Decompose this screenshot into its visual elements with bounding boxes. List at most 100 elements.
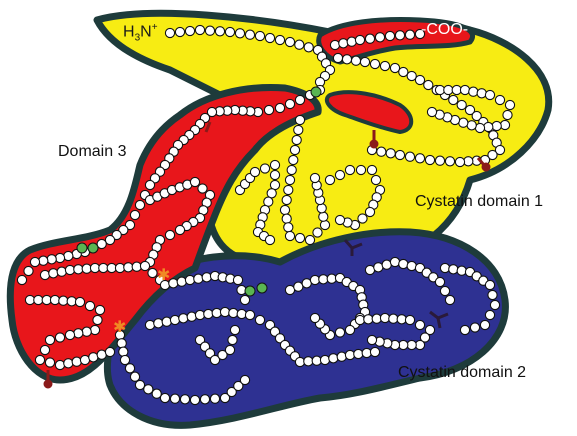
residue-bead <box>354 349 363 358</box>
residue-bead <box>435 277 444 286</box>
residue-bead <box>337 352 346 361</box>
residue-bead <box>105 347 114 356</box>
residue-bead <box>365 207 374 216</box>
residue-bead <box>335 170 344 179</box>
residue-bead <box>389 314 398 323</box>
residue-bead <box>240 295 249 304</box>
residue-bead <box>335 328 344 337</box>
residue-bead <box>440 286 449 295</box>
residue-bead <box>264 105 273 114</box>
residue-bead <box>449 265 458 274</box>
residue-bead <box>505 100 514 109</box>
residue-bead <box>495 95 504 104</box>
residue-bead <box>467 121 476 130</box>
residue-bead <box>165 28 174 37</box>
residue-bead <box>179 314 188 323</box>
residue-bead <box>75 297 84 306</box>
residue-bead <box>360 57 369 66</box>
glycosylation-site <box>245 286 255 296</box>
residue-bead <box>395 150 404 159</box>
residue-bead <box>170 315 179 324</box>
residue-bead <box>356 165 365 174</box>
residue-bead <box>435 156 444 165</box>
residue-bead <box>399 259 408 268</box>
residue-bead <box>225 345 234 354</box>
residue-bead <box>90 325 99 334</box>
residue-bead <box>415 75 424 84</box>
residue-bead <box>415 154 424 163</box>
residue-bead <box>72 357 81 366</box>
residue-bead <box>455 157 464 166</box>
residue-bead <box>395 31 404 40</box>
residue-bead <box>135 380 144 389</box>
residue-bead <box>317 204 326 213</box>
residue-bead <box>24 266 33 275</box>
residue-bead <box>245 30 254 39</box>
residue-bead <box>484 122 493 131</box>
residue-bead <box>45 335 54 344</box>
residue-bead <box>267 189 276 198</box>
residue-bead <box>160 393 169 402</box>
cystatin-domain-2-label: Cystatin domain 2 <box>398 364 526 382</box>
residue-bead <box>284 185 293 194</box>
residue-bead <box>245 310 254 319</box>
residue-bead <box>17 275 26 284</box>
residue-bead <box>460 85 469 94</box>
residue-bead <box>162 317 171 326</box>
residue-bead <box>295 233 304 242</box>
residue-bead <box>210 394 219 403</box>
residue-bead <box>449 95 458 104</box>
residue-bead <box>57 267 66 276</box>
residue-bead <box>74 265 83 274</box>
residue-bead <box>195 310 204 319</box>
residue-bead <box>187 312 196 321</box>
residue-bead <box>270 170 279 179</box>
residue-bead <box>380 61 389 70</box>
residue-bead <box>492 121 501 130</box>
marker-star: ✱ <box>113 317 126 336</box>
domain-3-label: Domain 3 <box>58 143 126 161</box>
residue-bead <box>165 230 174 239</box>
residue-bead <box>390 257 399 266</box>
residue-bead <box>370 347 379 356</box>
residue-bead <box>295 95 304 104</box>
residue-bead <box>204 309 213 318</box>
residue-bead <box>500 120 509 129</box>
residue-bead <box>285 231 294 240</box>
residue-bead <box>55 360 64 369</box>
residue-bead <box>144 385 153 394</box>
residue-bead <box>320 355 329 364</box>
residue-bead <box>64 359 73 368</box>
residue-bead <box>294 125 303 134</box>
residue-bead <box>185 275 194 284</box>
residue-bead <box>190 177 199 186</box>
glycosylation-site <box>88 243 98 253</box>
residue-bead <box>130 210 139 219</box>
residue-bead <box>282 214 291 223</box>
residue-bead <box>405 30 414 39</box>
residue-bead <box>289 155 298 164</box>
residue-bead <box>282 195 291 204</box>
residue-bead <box>415 320 424 329</box>
residue-bead <box>345 350 354 359</box>
residue-bead <box>503 110 512 119</box>
marker-star: ✱ <box>157 265 170 284</box>
residue-bead <box>480 320 489 329</box>
residue-bead <box>427 107 436 116</box>
residue-bead <box>230 325 239 334</box>
glycosylation-site <box>257 283 267 293</box>
residue-bead <box>255 315 264 324</box>
residue-bead <box>275 35 284 44</box>
residue-bead <box>470 323 479 332</box>
residue-bead <box>313 228 322 237</box>
residue-bead <box>145 180 154 189</box>
residue-bead <box>250 167 259 176</box>
residue-bead <box>40 270 49 279</box>
residue-bead <box>287 165 296 174</box>
residue-bead <box>220 307 229 316</box>
residue-bead <box>95 305 104 314</box>
residue-bead <box>65 330 74 339</box>
residue-bead <box>99 263 108 272</box>
residue-bead <box>374 263 383 272</box>
residue-bead <box>445 295 454 304</box>
